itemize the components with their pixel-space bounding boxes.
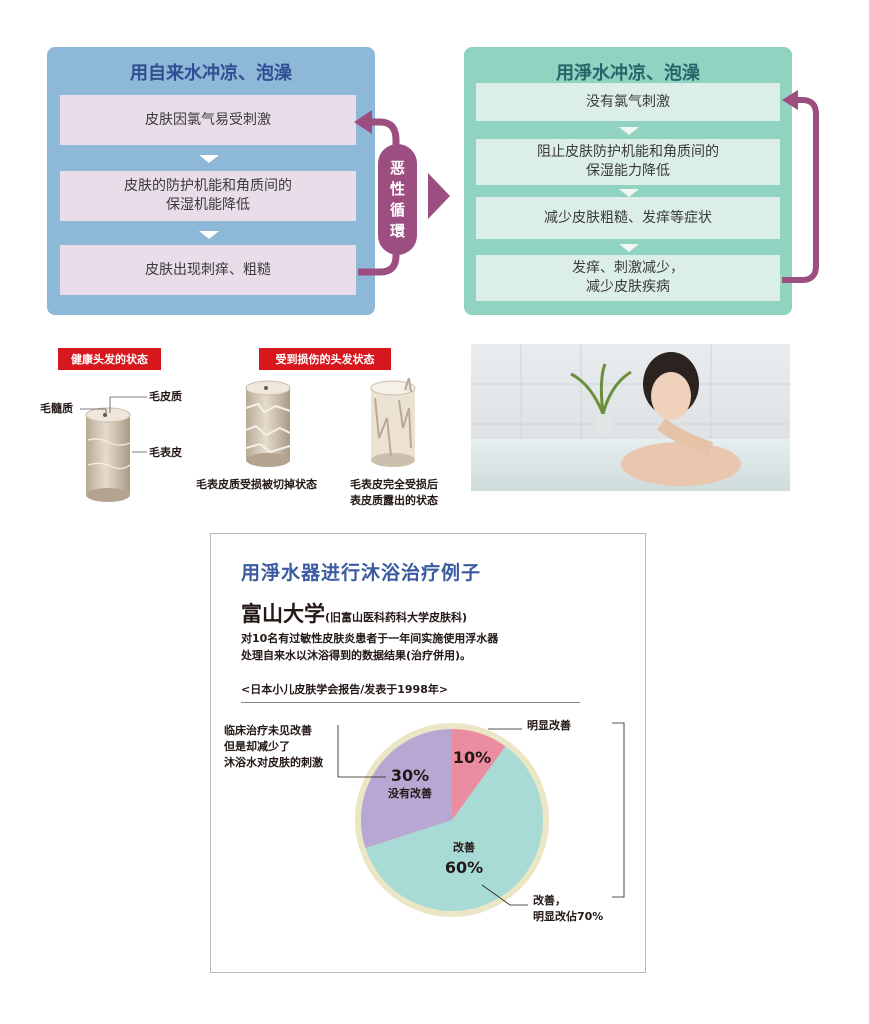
- case-study-title: 用淨水器进行沐浴治疗例子: [241, 562, 482, 584]
- healthy-hair-illustration: [85, 407, 131, 502]
- hair-label-lines: [80, 396, 147, 453]
- case-description-1: 对10名有过敏性皮肤炎患者于一年间实施使用浮水器: [241, 632, 499, 645]
- tap-step-3: 皮肤出现刺痒、粗糙: [60, 245, 356, 295]
- filtered-step-3: 减少皮肤粗糙、发痒等症状: [476, 197, 780, 239]
- medulla-label: 毛髓质: [40, 402, 73, 415]
- damaged-hair-tag: 受到损伤的头发状态: [259, 348, 391, 370]
- slice-category-improve: 改善: [453, 840, 475, 854]
- filtered-arrow-1: [619, 127, 639, 135]
- tap-step-1: 皮肤因氯气易受刺激: [60, 95, 356, 145]
- vicious-cycle-badge: 恶性循環: [378, 144, 417, 255]
- slice-category-none: 没有改善: [388, 786, 432, 800]
- pie-slice-clear: [452, 729, 506, 820]
- damaged-hair-1-illustration: [245, 380, 291, 467]
- university-label: 富山大学: [241, 602, 325, 626]
- woman-bathing-image: [471, 344, 790, 491]
- damaged-hair-2-illustration: [370, 378, 416, 467]
- damaged-caption-2: 毛表皮完全受损后 表皮质露出的状态: [350, 478, 438, 507]
- clear-improve-label: 明显改善: [527, 719, 571, 732]
- damaged-caption-1: 毛表皮质受损被切掉状态: [196, 478, 317, 491]
- slice-label-clear: 10%: [453, 748, 491, 767]
- leader-line-total: [481, 884, 528, 906]
- filtered-water-title: 用淨水冲凉、泡澡: [556, 63, 700, 84]
- filtered-water-panel: 用淨水冲凉、泡澡 没有氯气刺激 阻止皮肤防护机能和角质间的 保湿能力降低 减少皮…: [464, 47, 792, 315]
- total-improve-note: 改善， 明显改佔70%: [533, 894, 604, 923]
- leader-line-none: [337, 725, 386, 778]
- right-arrow-icon: [428, 173, 450, 219]
- filtered-arrow-2: [619, 189, 639, 197]
- case-study-box: [210, 533, 646, 973]
- filtered-step-1: 没有氯气刺激: [476, 83, 780, 121]
- report-source: <日本小儿皮肤学会报告/发表于1998年>: [241, 683, 449, 696]
- bath-photo: [471, 344, 790, 491]
- slice-label-none: 30%: [391, 766, 429, 785]
- tap-arrow-2: [199, 231, 219, 239]
- pie-slice-none: [361, 729, 452, 849]
- tap-step-2: 皮肤的防护机能和角质间的 保湿机能降低: [60, 171, 356, 221]
- cortex-label: 毛皮质: [149, 390, 182, 403]
- case-description-2: 处理自来水以沐浴得到的数据结果(治疗併用)。: [241, 649, 472, 662]
- improve-loop-arrow: [782, 90, 819, 283]
- divider: [241, 702, 580, 703]
- tap-arrow-1: [199, 155, 219, 163]
- cuticle-label: 毛表皮: [149, 446, 182, 459]
- tap-water-panel: 用自来水冲凉、泡澡 皮肤因氯气易受刺激 皮肤的防护机能和角质间的 保湿机能降低 …: [47, 47, 375, 315]
- bracket-line: [612, 722, 625, 898]
- university-name: 富山大学(旧富山医科药科大学皮肤科): [241, 598, 467, 628]
- filtered-step-2: 阻止皮肤防护机能和角质间的 保湿能力降低: [476, 139, 780, 185]
- healthy-hair-tag: 健康头发的状态: [58, 348, 161, 370]
- no-improve-note: 临床治疗未见改善 但是却减少了 沐浴水对皮肤的刺激: [224, 724, 323, 769]
- university-note: (旧富山医科药科大学皮肤科): [325, 611, 468, 624]
- filtered-step-4: 发痒、刺激减少， 减少皮肤疾病: [476, 255, 780, 301]
- filtered-arrow-3: [619, 244, 639, 252]
- pie-slice-improve: [365, 746, 543, 911]
- slice-label-improve: 60%: [445, 858, 483, 877]
- improvement-pie-chart: 10% 30% 没有改善 改善 60%: [337, 722, 625, 917]
- tap-water-title: 用自来水冲凉、泡澡: [130, 63, 292, 84]
